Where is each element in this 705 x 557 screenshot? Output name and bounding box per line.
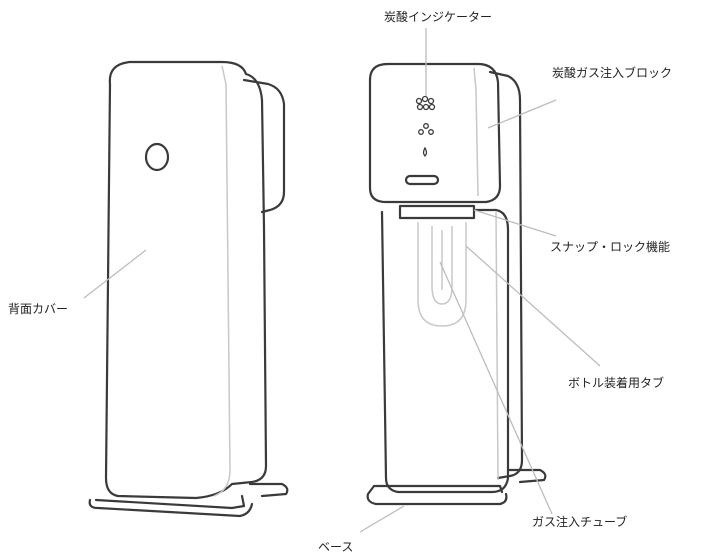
label-co2-injection-block: 炭酸ガス注入ブロック (552, 66, 673, 80)
rear-round-button (144, 142, 170, 172)
rear-top-module (242, 78, 286, 214)
gas-injection-tube (431, 226, 453, 305)
leader-co2-block (487, 99, 557, 129)
bottle-mount-tab (417, 222, 467, 327)
rear-main-body (104, 60, 268, 500)
carbonation-indicator-icons (415, 95, 436, 157)
front-lower-body (380, 208, 510, 494)
rear-view-machine (88, 60, 289, 518)
leader-bottle-tab (465, 245, 601, 367)
rear-inner-lines (213, 65, 231, 497)
label-back-cover: 背面カバー (8, 302, 69, 316)
leader-back-cover (83, 249, 147, 299)
front-side-module (488, 70, 524, 480)
label-snap-lock: スナップ・ロック機能 (550, 240, 671, 254)
rear-base-foot (248, 482, 289, 498)
leader-snap-lock (473, 209, 557, 237)
label-gas-injection-tube: ガス注入チューブ (532, 515, 628, 529)
front-inner-lines (417, 67, 499, 481)
front-base-foot (506, 468, 547, 484)
front-base-plate (366, 484, 508, 506)
co2-injection-block-body (368, 62, 502, 204)
indicator-button (404, 174, 440, 186)
front-view-machine (366, 62, 547, 506)
leader-base (359, 505, 405, 533)
label-bottle-mount-tab: ボトル装着用タブ (568, 376, 665, 390)
rear-base-plate (88, 494, 254, 518)
snap-lock-plate (398, 204, 476, 220)
label-base: ベース (318, 540, 354, 554)
leader-lines (83, 28, 601, 533)
label-carbonation-indicator: 炭酸インジケーター (384, 10, 493, 24)
leader-gas-tube (439, 261, 553, 515)
